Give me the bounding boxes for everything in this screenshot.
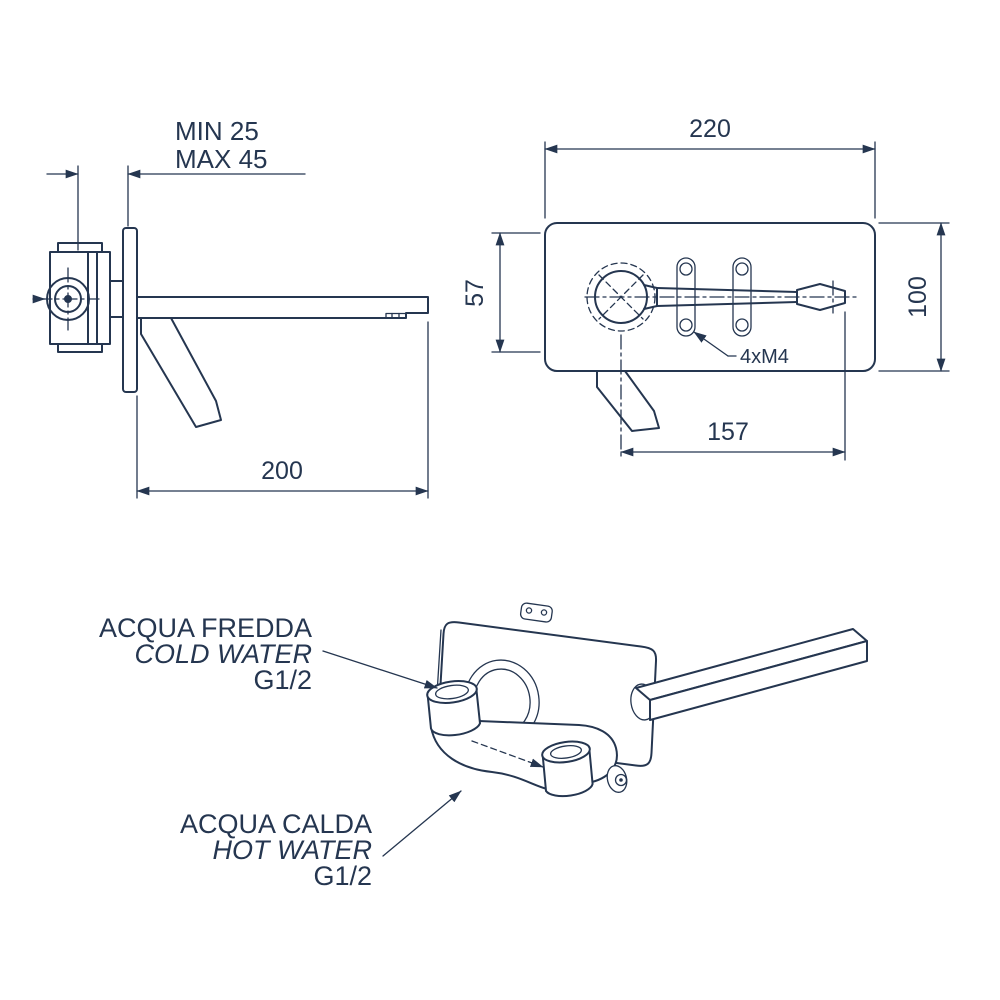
cold-water-leader-arrow (322, 650, 438, 689)
wall-depth-min-label: MIN 25 (175, 116, 259, 146)
side-aerator (385, 312, 407, 319)
hot-water-leader-arrow (382, 790, 462, 857)
screws-label: 4xM4 (740, 346, 789, 368)
cold-water-label-it: ACQUA FREDDA (99, 613, 312, 643)
dimension-top-offset (491, 232, 541, 353)
cold-water-label-en: COLD WATER (134, 639, 312, 669)
spout-projection-label: 157 (707, 418, 749, 446)
side-handle-lever (140, 317, 222, 428)
front-mounting-brackets (676, 257, 752, 337)
dimension-plate-width (544, 141, 876, 219)
spout-length-label: 200 (261, 457, 303, 485)
plate-height-label: 100 (904, 276, 932, 318)
side-spout (136, 296, 429, 319)
iso-view: ACQUA FREDDA COLD WATER G1/2 ACQUA CALDA… (99, 602, 868, 891)
dimension-plate-height (878, 222, 950, 372)
iso-cold-water-inlet (426, 680, 481, 737)
iso-hot-water-inlet (541, 740, 594, 798)
iso-mounting-tab (519, 602, 553, 623)
side-valve-centerlines (32, 267, 100, 331)
front-view: 220 100 57 4xM4 157 (461, 115, 950, 461)
wall-depth-max-label: MAX 45 (175, 144, 268, 174)
side-wall-plate (122, 227, 138, 393)
iso-side-port (606, 765, 628, 793)
dimension-wall-depth (46, 165, 306, 251)
side-view: MIN 25 MAX 45 200 (32, 116, 429, 499)
iso-spout (635, 628, 868, 721)
front-wall-plate (544, 222, 876, 372)
front-handle-lever (596, 370, 660, 432)
iso-flow-arrow (471, 740, 544, 768)
dimension-spout-length (136, 321, 429, 499)
plate-width-label: 220 (689, 115, 731, 143)
dimension-spout-projection (620, 311, 846, 461)
side-valve-body (46, 242, 124, 353)
hot-water-thread-label: G1/2 (313, 861, 372, 891)
cold-water-thread-label: G1/2 (253, 665, 312, 695)
top-offset-label: 57 (461, 279, 489, 307)
front-spout-profile (584, 280, 859, 314)
hot-water-label-en: HOT WATER (213, 835, 373, 865)
screws-leader-arrow (693, 331, 737, 357)
hot-water-label-it: ACQUA CALDA (180, 809, 372, 839)
